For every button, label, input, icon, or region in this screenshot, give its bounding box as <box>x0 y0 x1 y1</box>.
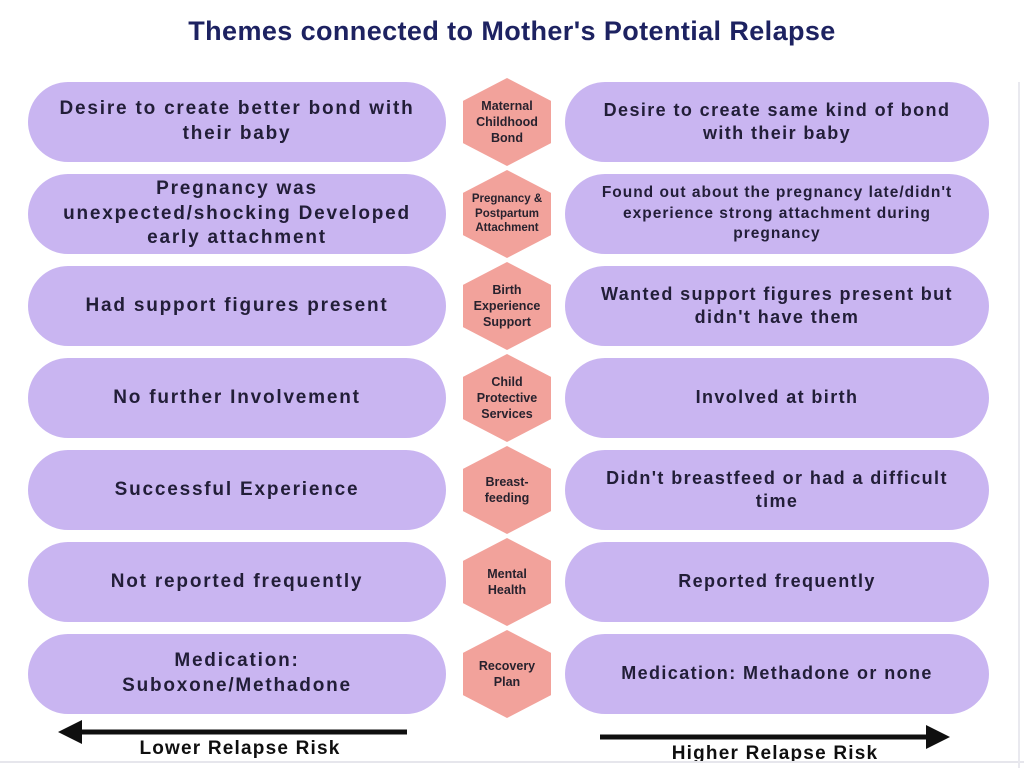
theme-row: Medication: Suboxone/Methadone Recovery … <box>0 628 1024 720</box>
left-theme-pill: Pregnancy was unexpected/shocking Develo… <box>28 174 446 254</box>
theme-row: Had support figures present Birth Experi… <box>0 260 1024 352</box>
left-theme-pill: Not reported frequently <box>28 542 446 622</box>
relapse-risk-axis-arrows <box>58 720 950 749</box>
theme-rows: Desire to create better bond with their … <box>0 76 1024 720</box>
right-theme-pill: Medication: Methadone or none <box>565 634 989 714</box>
right-theme-pill: Desire to create same kind of bond with … <box>565 82 989 162</box>
right-edge-divider <box>1018 82 1020 768</box>
left-theme-pill: Desire to create better bond with their … <box>28 82 446 162</box>
lower-risk-arrow-icon <box>58 720 407 744</box>
theme-category-hexagon: Birth Experience Support <box>463 262 551 350</box>
theme-row: No further Involvement Child Protective … <box>0 352 1024 444</box>
theme-category-hexagon: Mental Health <box>463 538 551 626</box>
theme-row: Not reported frequently Mental Health Re… <box>0 536 1024 628</box>
higher-risk-arrow-icon <box>600 725 950 749</box>
right-theme-pill: Reported frequently <box>565 542 989 622</box>
theme-category-hexagon: Pregnancy & Postpartum Attachment <box>463 170 551 258</box>
theme-row: Successful Experience Breast- feeding Di… <box>0 444 1024 536</box>
left-theme-pill: Medication: Suboxone/Methadone <box>28 634 446 714</box>
right-theme-pill: Involved at birth <box>565 358 989 438</box>
page-title: Themes connected to Mother's Potential R… <box>188 16 836 46</box>
left-theme-pill: No further Involvement <box>28 358 446 438</box>
right-theme-pill: Found out about the pregnancy late/didn'… <box>565 174 989 254</box>
theme-row: Pregnancy was unexpected/shocking Develo… <box>0 168 1024 260</box>
right-theme-pill: Wanted support figures present but didn'… <box>565 266 989 346</box>
left-theme-pill: Had support figures present <box>28 266 446 346</box>
right-theme-pill: Didn't breastfeed or had a difficult tim… <box>565 450 989 530</box>
theme-row: Desire to create better bond with their … <box>0 76 1024 168</box>
lower-relapse-risk-label: Lower Relapse Risk <box>139 738 341 759</box>
bottom-edge-divider <box>0 761 1024 763</box>
theme-category-hexagon: Child Protective Services <box>463 354 551 442</box>
higher-relapse-risk-label: Higher Relapse Risk <box>671 743 879 764</box>
left-theme-pill: Successful Experience <box>28 450 446 530</box>
theme-category-hexagon: Maternal Childhood Bond <box>463 78 551 166</box>
theme-category-hexagon: Breast- feeding <box>463 446 551 534</box>
